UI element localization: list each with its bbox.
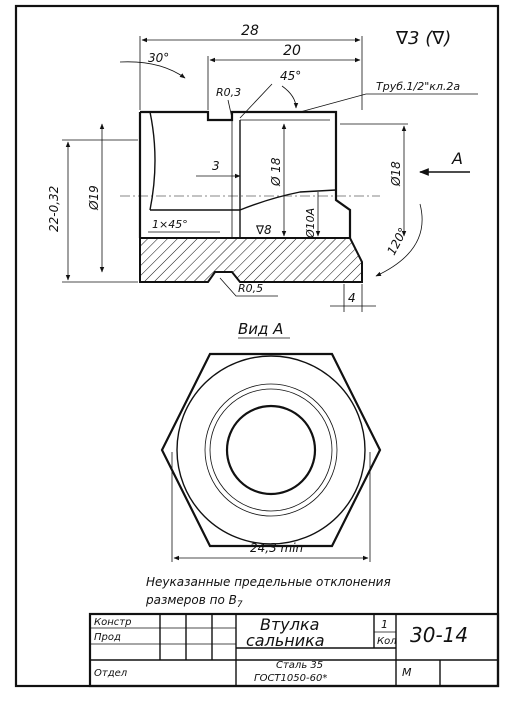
- roughness-main: ∇3 (∇): [395, 28, 451, 49]
- tb-material-1: Сталь 35: [276, 660, 323, 671]
- thread-leader: [299, 93, 478, 113]
- angle-45-leader: [239, 83, 273, 119]
- dim-28-text: 28: [241, 23, 259, 39]
- angle-30-arc: [119, 61, 186, 79]
- dim-3-text: 3: [212, 159, 220, 173]
- angle-120-text: 120°: [384, 225, 410, 257]
- tb-drawing-number: 30-14: [410, 623, 468, 647]
- tb-title-1: Втулка: [260, 615, 319, 634]
- r03-leader: [227, 99, 233, 119]
- left-face-curve: [149, 111, 156, 211]
- tb-scale-letter: М: [402, 666, 412, 679]
- outer-circle: [176, 355, 366, 545]
- tb-title-2: сальника: [246, 631, 325, 650]
- tb-material-2: ГОСТ1050-60*: [254, 673, 327, 684]
- section-hatch: [139, 237, 363, 283]
- dim-22-text: 22-0,32: [47, 186, 61, 232]
- view-arrow-letter: A: [451, 149, 463, 168]
- angle-30-text: 30°: [148, 51, 169, 65]
- hex-outline: [160, 352, 382, 548]
- r03-text: R0,3: [216, 86, 241, 99]
- title-block: Констр Прод Отдел Втулка сальника 1 Кол …: [88, 612, 500, 688]
- r05-text: R0,5: [238, 282, 263, 295]
- dim-19-text: Ø19: [87, 185, 101, 211]
- chamfer-circle: [204, 383, 338, 517]
- title-block-frame: [88, 612, 500, 688]
- thread-text: Труб.1/2"кл.2а: [376, 80, 460, 93]
- tb-role-2: Прод: [94, 632, 121, 643]
- tb-qty-value: 1: [381, 618, 388, 631]
- dim-10-text: Ø10А: [304, 208, 317, 239]
- tb-role-1: Констр: [94, 617, 131, 628]
- bore-circle: [225, 404, 317, 496]
- dim-af-text: 24,3 min: [250, 541, 303, 555]
- angle-45-arc: [281, 85, 299, 109]
- dim-18-outer-text: Ø18: [389, 161, 403, 187]
- view-a-label: Вид А: [238, 320, 283, 338]
- r05-leader: [219, 277, 278, 297]
- bore-taper: [239, 189, 337, 211]
- upper-outline: [140, 110, 352, 238]
- chamfer-text: 1×45°: [152, 218, 188, 231]
- note-line-1: Неуказанные предельные отклонения: [146, 575, 391, 589]
- angle-120-arc: [375, 203, 423, 277]
- note-line-2: размеров по B7: [145, 593, 243, 610]
- roughness-bore: ∇8: [255, 223, 272, 237]
- tb-qty-label: Кол: [377, 636, 397, 647]
- angle-45-text: 45°: [280, 69, 301, 83]
- thread-circle: [209, 388, 333, 512]
- tb-role-3: Отдел: [94, 668, 128, 679]
- view-a: Вид А 24,3 min: [160, 320, 382, 562]
- dim-20-text: 20: [283, 43, 301, 59]
- dim-18-inner-text: Ø 18: [269, 157, 283, 187]
- section-view: 28 20 30° R0,3 45° Труб.1/2"кл.2а ∇3 (∇)…: [47, 23, 478, 312]
- dim-4-text: 4: [348, 291, 356, 305]
